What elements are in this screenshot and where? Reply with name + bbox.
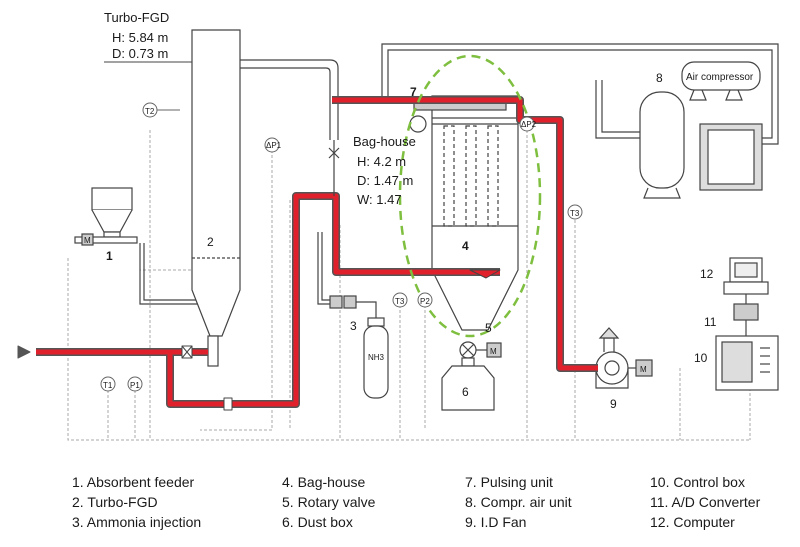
feeder-motor-label: M — [84, 236, 91, 245]
legend-item: 3. Ammonia injection — [72, 514, 201, 530]
legend: 1. Absorbent feeder 2. Turbo-FGD 3. Ammo… — [72, 474, 761, 530]
absorbent-feeder: M — [74, 187, 200, 305]
svg-text:ΔP2: ΔP2 — [521, 120, 537, 129]
compressed-air-unit — [381, 43, 779, 199]
number-12: 12 — [700, 267, 714, 281]
svg-text:T2: T2 — [145, 107, 155, 116]
legend-item: 8. Compr. air unit — [465, 494, 572, 510]
number-1: 1 — [106, 249, 113, 263]
legend-item: 6. Dust box — [282, 514, 353, 530]
turbo-fgd-height: H: 5.84 m — [112, 30, 168, 45]
computer — [723, 257, 769, 295]
svg-text:T1: T1 — [103, 381, 113, 390]
number-3: 3 — [350, 319, 357, 333]
dust-box — [441, 357, 495, 411]
legend-item: 2. Turbo-FGD — [72, 494, 158, 510]
number-2: 2 — [207, 235, 214, 249]
legend-item: 7. Pulsing unit — [465, 474, 553, 490]
signal-wiring — [67, 130, 751, 441]
svg-text:P1: P1 — [130, 381, 140, 390]
legend-item: 9. I.D Fan — [465, 514, 526, 530]
baghouse-height: H: 4.2 m — [357, 154, 406, 169]
number-6: 6 — [462, 385, 469, 399]
svg-text:T3: T3 — [570, 209, 580, 218]
fgd-to-baghouse-line — [328, 140, 340, 196]
number-9: 9 — [610, 397, 617, 411]
sensor-t3-right: T3 — [567, 204, 583, 220]
sensor-t2: T2 — [142, 102, 180, 118]
number-10: 10 — [694, 351, 708, 365]
air-compressor-label: Air compressor — [686, 72, 754, 83]
legend-item: 5. Rotary valve — [282, 494, 376, 510]
sensor-p1: P1 — [127, 376, 143, 392]
legend-item: 10. Control box — [650, 474, 745, 490]
number-4: 4 — [462, 239, 469, 253]
sensor-dp2: ΔP2 — [519, 116, 537, 132]
number-7: 7 — [410, 85, 417, 99]
gas-flow-duct — [17, 96, 598, 411]
sensor-dp1: ΔP1 — [264, 137, 282, 153]
nh3-label: NH3 — [368, 353, 385, 362]
control-box — [715, 335, 779, 391]
sensor-p2: P2 — [417, 292, 433, 308]
number-11: 11 — [704, 315, 717, 329]
turbo-fgd-diameter: D: 0.73 m — [112, 46, 168, 61]
turbo-fgd-title: Turbo-FGD — [104, 10, 169, 25]
rotary-valve: M — [459, 341, 502, 359]
legend-item: 12. Computer — [650, 514, 735, 530]
number-8: 8 — [656, 71, 663, 85]
sensor-t3-left: T3 — [392, 292, 408, 308]
component-numbers: 1 2 3 4 5 6 7 8 9 10 11 12 — [106, 71, 717, 411]
turbo-fgd-column — [191, 29, 339, 367]
legend-item: 4. Bag-house — [282, 474, 365, 490]
number-5: 5 — [485, 321, 492, 335]
baghouse-width: W: 1.47 — [357, 192, 402, 207]
svg-text:T3: T3 — [395, 297, 405, 306]
sensor-t1: T1 — [100, 376, 116, 392]
baghouse-boundary — [398, 54, 542, 338]
turbo-fgd-spec: Turbo-FGD H: 5.84 m D: 0.73 m — [104, 10, 192, 63]
ad-converter — [733, 294, 759, 336]
ammonia-injection — [317, 232, 389, 399]
id-fan: M — [595, 327, 653, 389]
legend-item: 11. A/D Converter — [650, 494, 761, 510]
baghouse-diameter: D: 1.47 m — [357, 173, 413, 188]
svg-text:P2: P2 — [420, 297, 430, 306]
legend-item: 1. Absorbent feeder — [72, 474, 195, 490]
valve-motor-label: M — [490, 347, 497, 356]
fan-motor-label: M — [640, 365, 647, 374]
baghouse-spec: Bag-house H: 4.2 m D: 1.47 m W: 1.47 — [353, 134, 416, 207]
svg-text:ΔP1: ΔP1 — [266, 141, 282, 150]
baghouse-title: Bag-house — [353, 134, 416, 149]
